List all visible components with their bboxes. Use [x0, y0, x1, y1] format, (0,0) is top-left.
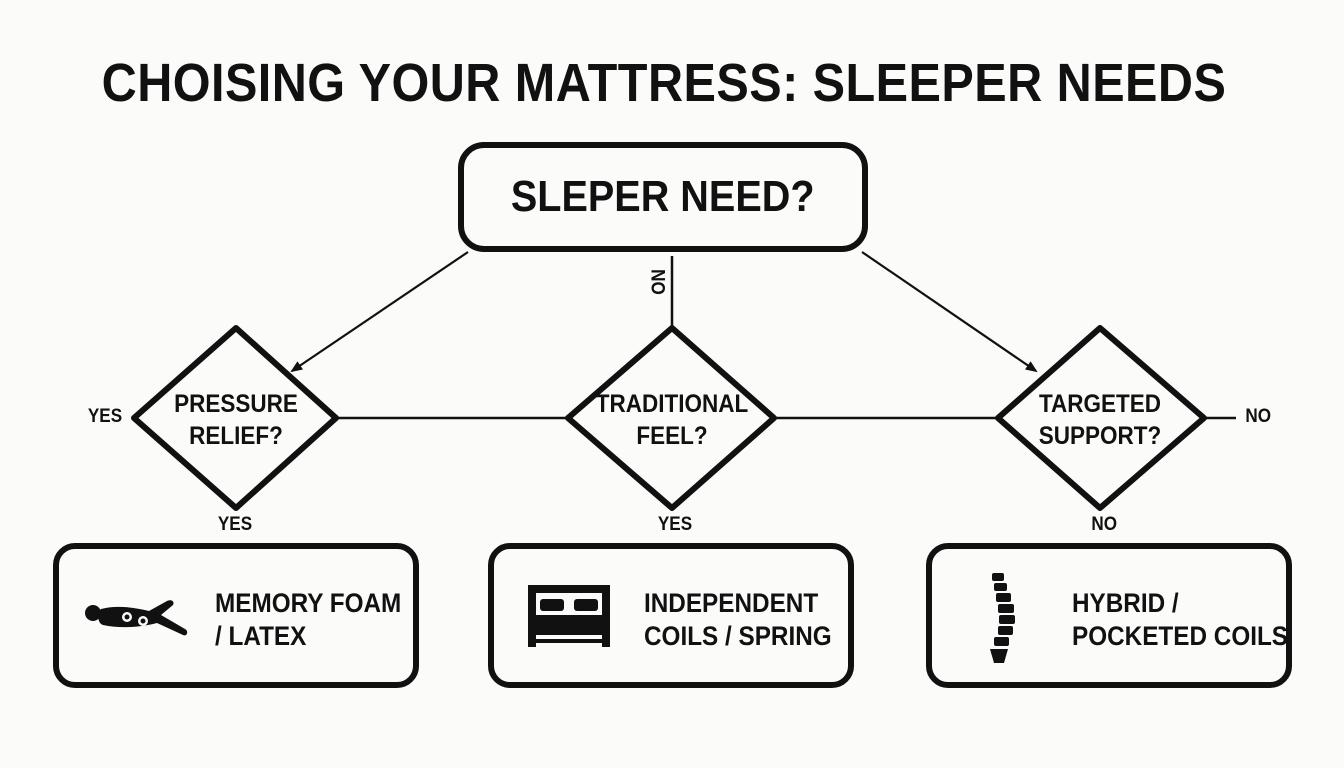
outcome-label: INDEPENDENT COILS / SPRING	[644, 587, 832, 653]
outcome-label-line: POCKETED COILS	[1072, 621, 1289, 651]
edge-label-left-side: YES	[87, 406, 123, 427]
outcome-label-line: INDEPENDENT	[644, 588, 819, 618]
decision-label-targeted: TARGETED SUPPORT?	[1019, 388, 1181, 452]
outcome-memory-foam: MEMORY FOAM / LATEX	[53, 543, 419, 688]
reclining-person-icon	[85, 600, 188, 636]
arrow-start-to-targeted	[861, 251, 1038, 373]
arrow-start-to-pressure	[290, 251, 469, 373]
outcome-hybrid: HYBRID / POCKETED COILS	[926, 543, 1292, 688]
edge-label-center-down: YES	[657, 514, 693, 535]
decision-label-line: PRESSURE	[174, 390, 298, 418]
start-node-label: SLEPER NEED?	[511, 172, 815, 221]
edge-label-start-to-center: NO	[646, 269, 668, 295]
decision-label-line: TARGETED	[1038, 390, 1162, 418]
outcome-independent-coils: INDEPENDENT COILS / SPRING	[488, 543, 854, 688]
outcome-label-line: HYBRID /	[1072, 588, 1179, 618]
start-node: SLEPER NEED?	[458, 142, 868, 252]
spine-icon	[990, 573, 1015, 663]
decision-label-line: FEEL?	[636, 422, 708, 450]
diagram-title: CHOISING YOUR MATTRESS: SLEEPER NEEDS	[101, 53, 1227, 113]
outcome-label-line: / LATEX	[215, 621, 307, 651]
decision-label-line: SUPPORT?	[1038, 422, 1162, 450]
decision-label-traditional: TRADITIONAL FEEL?	[582, 388, 762, 452]
decision-diamond-traditional	[565, 325, 777, 511]
outcome-label: HYBRID / POCKETED COILS	[1072, 587, 1288, 653]
bed-icon	[528, 585, 610, 647]
decision-label-line: RELIEF?	[189, 422, 283, 450]
outcome-label-line: COILS / SPRING	[644, 621, 832, 651]
edge-label-right-down: NO	[1091, 514, 1118, 535]
edge-label-left-down: YES	[217, 514, 253, 535]
outcome-label: MEMORY FOAM / LATEX	[215, 587, 401, 653]
decision-diamond-pressure	[131, 325, 339, 511]
decision-label-line: TRADITIONAL	[595, 390, 749, 418]
decision-label-pressure: PRESSURE RELIEF?	[155, 388, 317, 452]
decision-diamond-targeted	[995, 325, 1207, 511]
outcome-label-line: MEMORY FOAM	[215, 588, 402, 618]
edge-label-right-side: NO	[1245, 406, 1272, 427]
